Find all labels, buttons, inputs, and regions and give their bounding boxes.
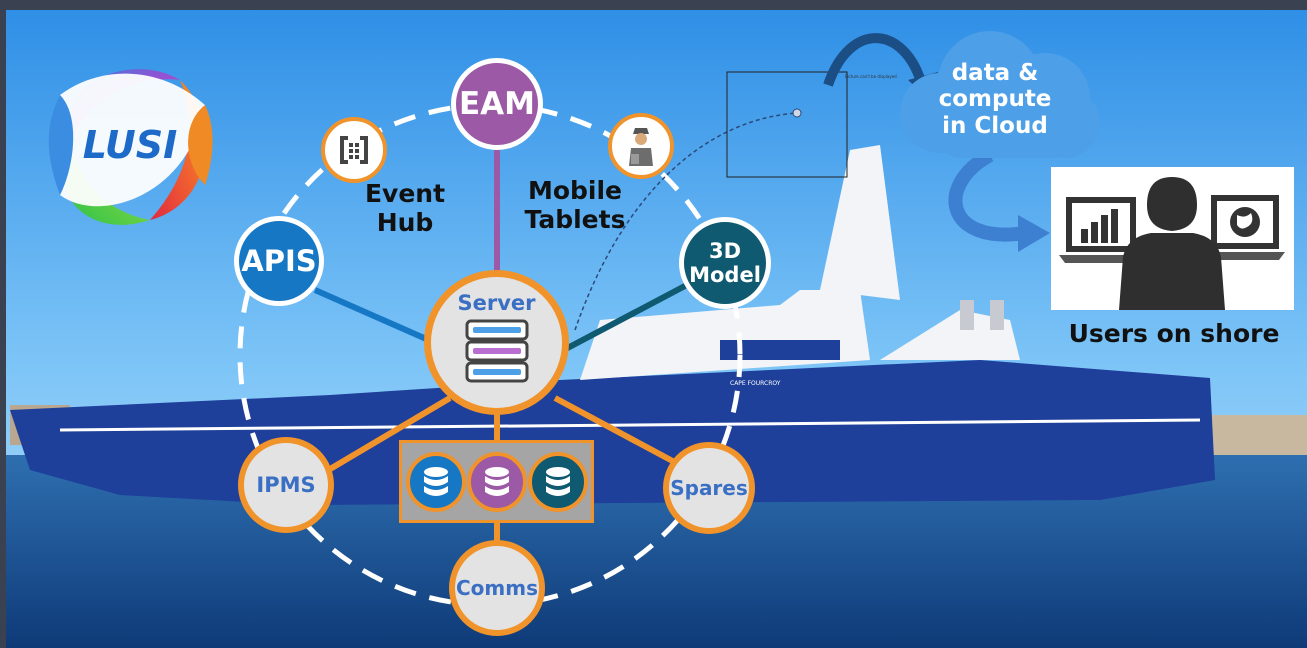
- dashed-arc: [574, 112, 798, 331]
- spoke-ipms: [318, 395, 452, 478]
- picture-placeholder: [726, 71, 848, 178]
- comms-node: Comms: [449, 540, 545, 636]
- server-node: Server: [424, 270, 569, 415]
- users-illustration: [1051, 167, 1294, 310]
- event-hub-label: Event Hub: [364, 179, 446, 237]
- 3d-model-node: 3D Model: [679, 217, 771, 309]
- technician-tablet-icon: [608, 113, 674, 179]
- apis-node: APIS: [234, 216, 324, 306]
- event-hub-icon: [321, 117, 387, 183]
- monitor-icon: [1059, 197, 1143, 263]
- cloud-shape: [900, 31, 1100, 158]
- server-label: Server: [457, 291, 536, 315]
- database-icon: [528, 452, 588, 512]
- database-icon: [406, 452, 466, 512]
- database-group: [399, 440, 594, 523]
- eam-node: EAM: [451, 58, 543, 150]
- cloud-label: data & compute in Cloud: [938, 60, 1052, 139]
- mobile-tablets-label: Mobile Tablets: [524, 176, 626, 234]
- ship-name-plate: CAPE FOURCROY: [730, 380, 781, 387]
- spares-node: Spares: [663, 442, 755, 534]
- users-on-shore-caption: Users on shore: [1068, 319, 1280, 348]
- lusi-logo: LUSI: [48, 69, 213, 225]
- spoke-apis: [313, 287, 442, 348]
- arrow-to-cloud: [823, 33, 927, 87]
- person-icon: [1119, 177, 1225, 310]
- database-icon: [467, 452, 527, 512]
- dashed-ring: [237, 102, 743, 608]
- globe-icon: [1205, 195, 1285, 260]
- spoke-spares: [553, 395, 682, 468]
- spoke-model: [558, 275, 702, 355]
- logo-text: LUSI: [83, 123, 178, 167]
- ipms-node: IPMS: [238, 437, 334, 533]
- placeholder-caption: Picture can't be displayed: [845, 74, 897, 79]
- arrow-to-users: [948, 148, 1027, 242]
- server-stack-icon: [465, 319, 528, 383]
